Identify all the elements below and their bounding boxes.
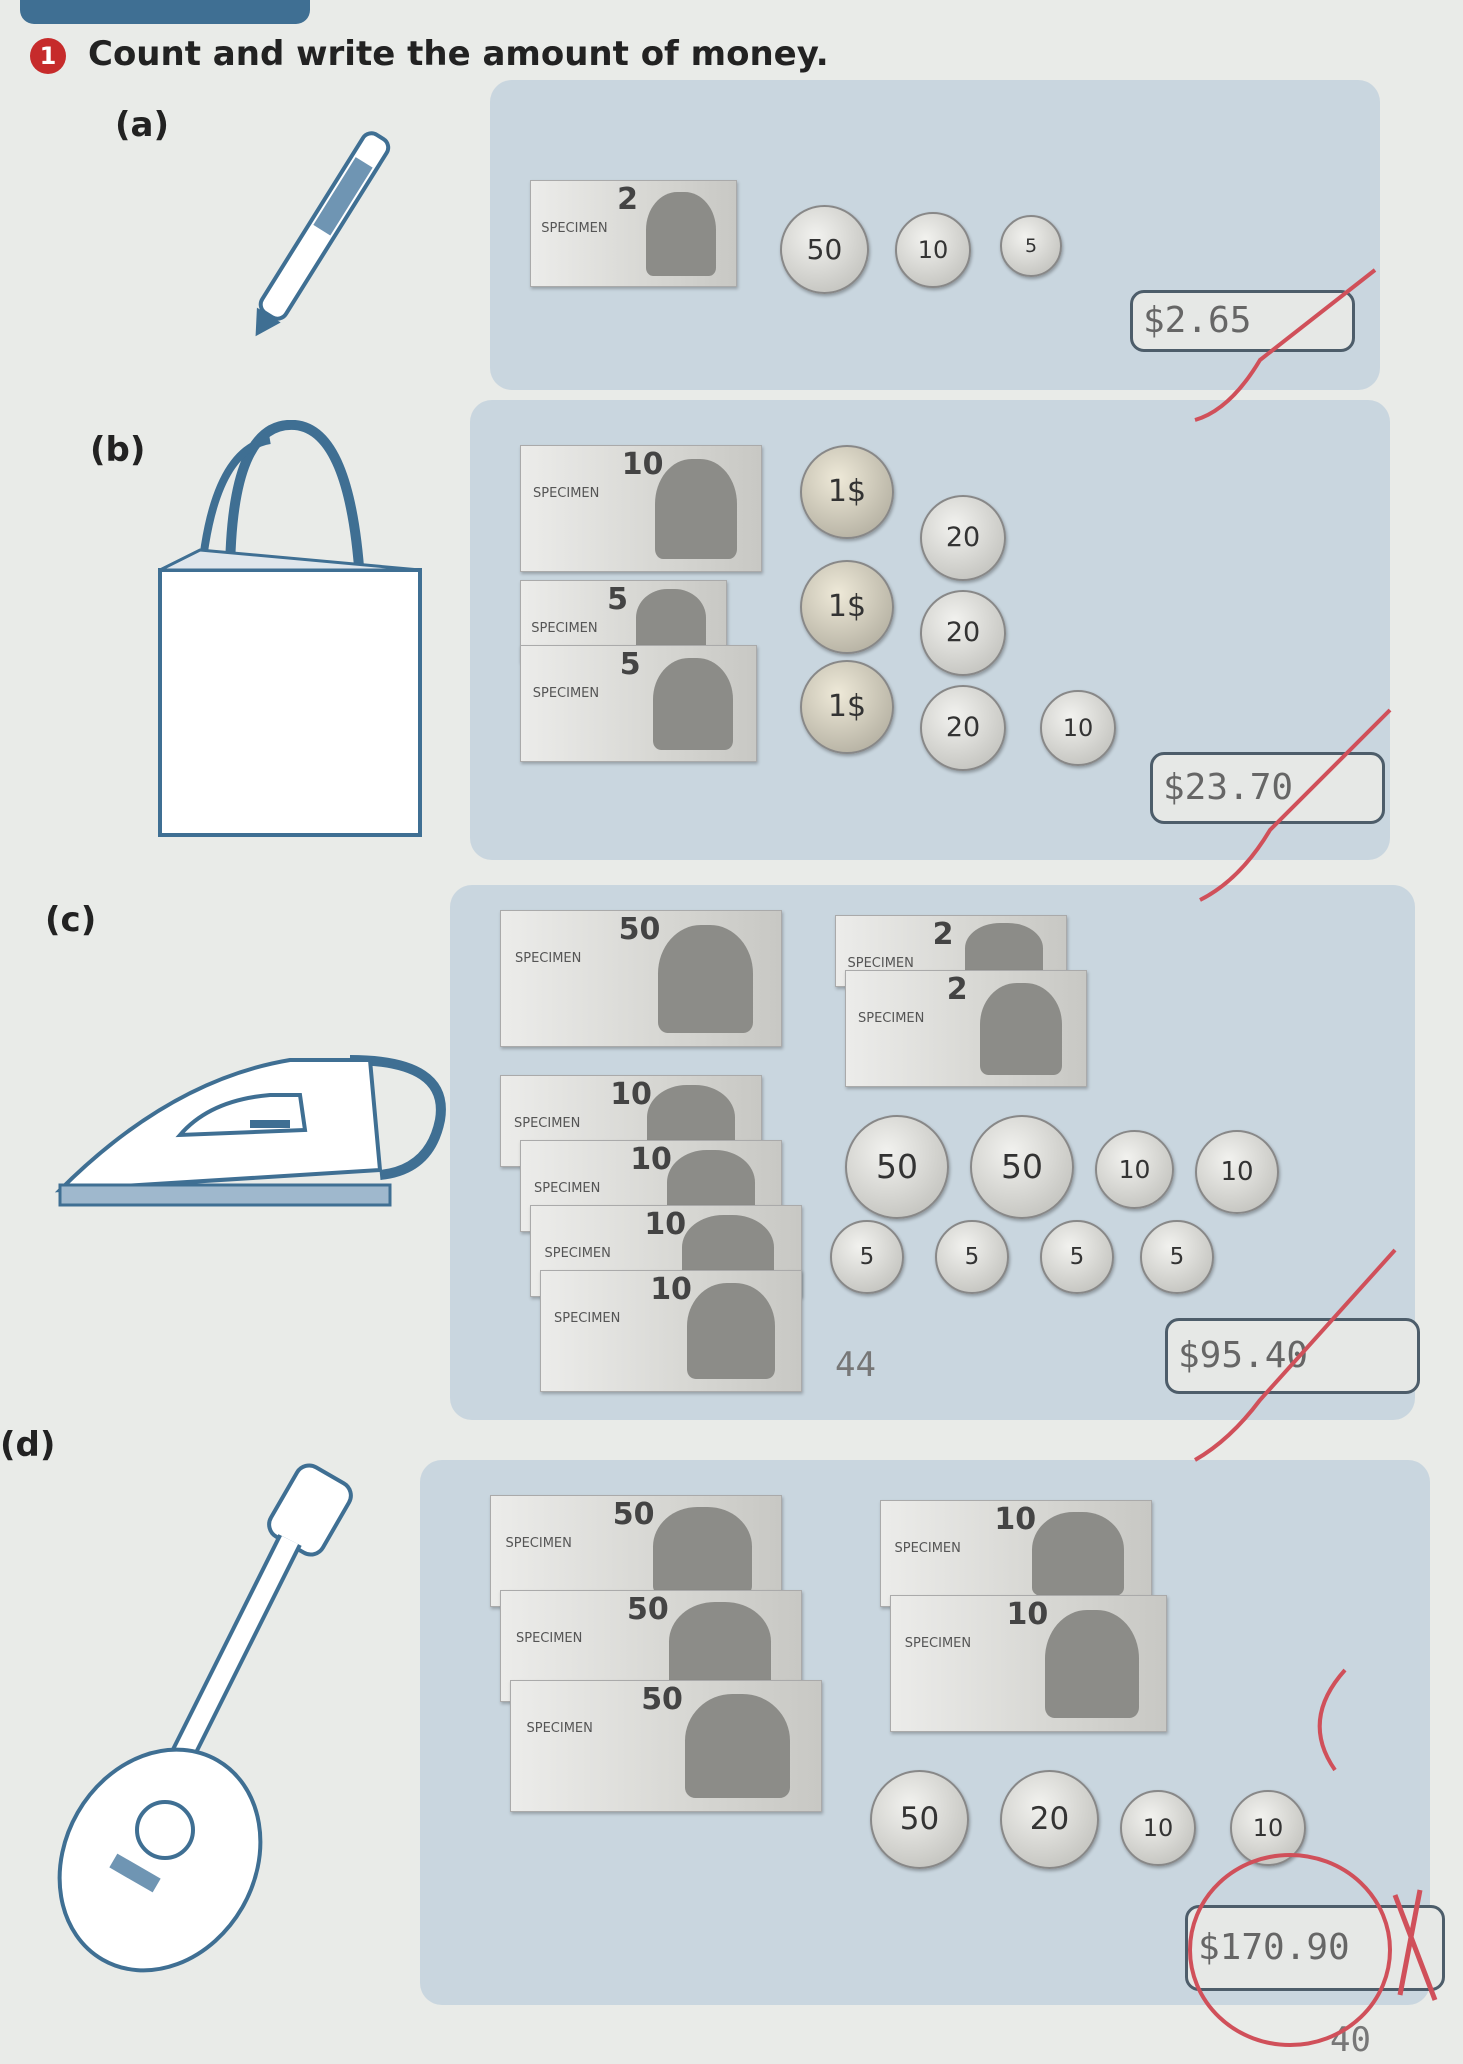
note-denomination: 10 bbox=[621, 447, 664, 482]
note-denomination: 10 bbox=[650, 1272, 692, 1307]
specimen-watermark: SPECIMEN bbox=[534, 1181, 601, 1196]
portrait-icon bbox=[645, 191, 716, 276]
note-denomination: 50 bbox=[627, 1592, 669, 1627]
specimen-watermark: SPECIMEN bbox=[554, 1311, 621, 1326]
specimen-watermark: SPECIMEN bbox=[847, 956, 914, 971]
note-denomination: 50 bbox=[612, 1497, 655, 1532]
answer-box-b[interactable]: $23.70 bbox=[1150, 752, 1385, 824]
label-a: (a) bbox=[115, 105, 170, 145]
bag-illustration bbox=[158, 420, 422, 837]
pencil-illustration bbox=[255, 131, 391, 337]
portrait-icon bbox=[686, 1283, 775, 1379]
coin: 20 bbox=[920, 590, 1006, 676]
note-denomination: 10 bbox=[610, 1077, 652, 1112]
coin: 50 bbox=[970, 1115, 1074, 1219]
specimen-watermark: SPECIMEN bbox=[514, 1116, 581, 1131]
specimen-watermark: SPECIMEN bbox=[544, 1246, 611, 1261]
portrait-icon bbox=[669, 1602, 771, 1690]
coin: 10 bbox=[1040, 690, 1116, 766]
note-denomination: 2 bbox=[946, 972, 968, 1007]
coin: 20 bbox=[920, 495, 1006, 581]
portrait-icon bbox=[964, 923, 1043, 979]
note-denomination: 50 bbox=[641, 1682, 683, 1717]
note-denomination: 10 bbox=[1006, 1597, 1049, 1632]
iron-illustration bbox=[54, 1055, 446, 1207]
working-note-c: 44 bbox=[835, 1345, 876, 1385]
specimen-watermark: SPECIMEN bbox=[858, 1011, 925, 1026]
coin: 10 bbox=[1095, 1130, 1174, 1209]
portrait-icon bbox=[655, 458, 737, 559]
specimen-watermark: SPECIMEN bbox=[516, 1631, 583, 1646]
note-denomination: 10 bbox=[630, 1142, 672, 1177]
specimen-watermark: SPECIMEN bbox=[533, 486, 600, 501]
header-banner bbox=[20, 0, 310, 24]
specimen-watermark: SPECIMEN bbox=[526, 1721, 593, 1736]
label-b: (b) bbox=[90, 430, 146, 470]
coin: 50 bbox=[845, 1115, 949, 1219]
coin: 5 bbox=[1140, 1220, 1214, 1294]
ukulele-illustration bbox=[57, 1463, 353, 1973]
coin: 50 bbox=[870, 1770, 969, 1869]
note-denomination: 5 bbox=[619, 647, 641, 682]
answer-box-d[interactable]: $170.90 bbox=[1185, 1905, 1445, 1991]
note-denomination: 2 bbox=[932, 917, 954, 952]
note-denomination: 5 bbox=[607, 582, 628, 617]
specimen-watermark: SPECIMEN bbox=[532, 686, 600, 701]
coin: 5 bbox=[1040, 1220, 1114, 1294]
coin: 1$ bbox=[800, 445, 894, 539]
portrait-icon bbox=[652, 657, 733, 750]
portrait-icon bbox=[980, 982, 1062, 1075]
portrait-icon bbox=[635, 589, 706, 653]
correction-note-d: 40 bbox=[1330, 2020, 1371, 2060]
coin: 5 bbox=[1000, 215, 1062, 277]
specimen-watermark: SPECIMEN bbox=[505, 1536, 572, 1551]
answer-box-c[interactable]: $95.40 bbox=[1165, 1318, 1420, 1394]
note-denomination: 2 bbox=[617, 182, 638, 217]
portrait-icon bbox=[684, 1694, 790, 1798]
note-denomination: 10 bbox=[644, 1207, 687, 1242]
specimen-watermark: SPECIMEN bbox=[531, 621, 598, 636]
question-text: Count and write the amount of money. bbox=[88, 34, 829, 74]
portrait-icon bbox=[657, 924, 753, 1033]
coin: 50 bbox=[780, 205, 869, 294]
coin: 5 bbox=[935, 1220, 1009, 1294]
portrait-icon bbox=[1032, 1511, 1124, 1596]
coin: 20 bbox=[1000, 1770, 1099, 1869]
portrait-icon bbox=[653, 1507, 752, 1595]
coin: 10 bbox=[1230, 1790, 1306, 1866]
coin: 1$ bbox=[800, 560, 894, 654]
specimen-watermark: SPECIMEN bbox=[541, 221, 608, 236]
specimen-watermark: SPECIMEN bbox=[515, 951, 582, 966]
coin: 10 bbox=[895, 212, 971, 288]
question-number-badge: 1 bbox=[30, 38, 66, 74]
coin: 5 bbox=[830, 1220, 904, 1294]
coin: 10 bbox=[1195, 1130, 1279, 1214]
coin: 1$ bbox=[800, 660, 894, 754]
specimen-watermark: SPECIMEN bbox=[894, 1541, 961, 1556]
portrait-icon bbox=[1045, 1609, 1139, 1718]
note-denomination: 50 bbox=[618, 912, 661, 947]
coin: 10 bbox=[1120, 1790, 1196, 1866]
label-d: (d) bbox=[0, 1425, 56, 1465]
coin: 20 bbox=[920, 685, 1006, 771]
label-c: (c) bbox=[45, 900, 97, 940]
note-denomination: 10 bbox=[994, 1502, 1037, 1537]
specimen-watermark: SPECIMEN bbox=[904, 1636, 972, 1651]
answer-box-a[interactable]: $2.65 bbox=[1130, 290, 1355, 352]
